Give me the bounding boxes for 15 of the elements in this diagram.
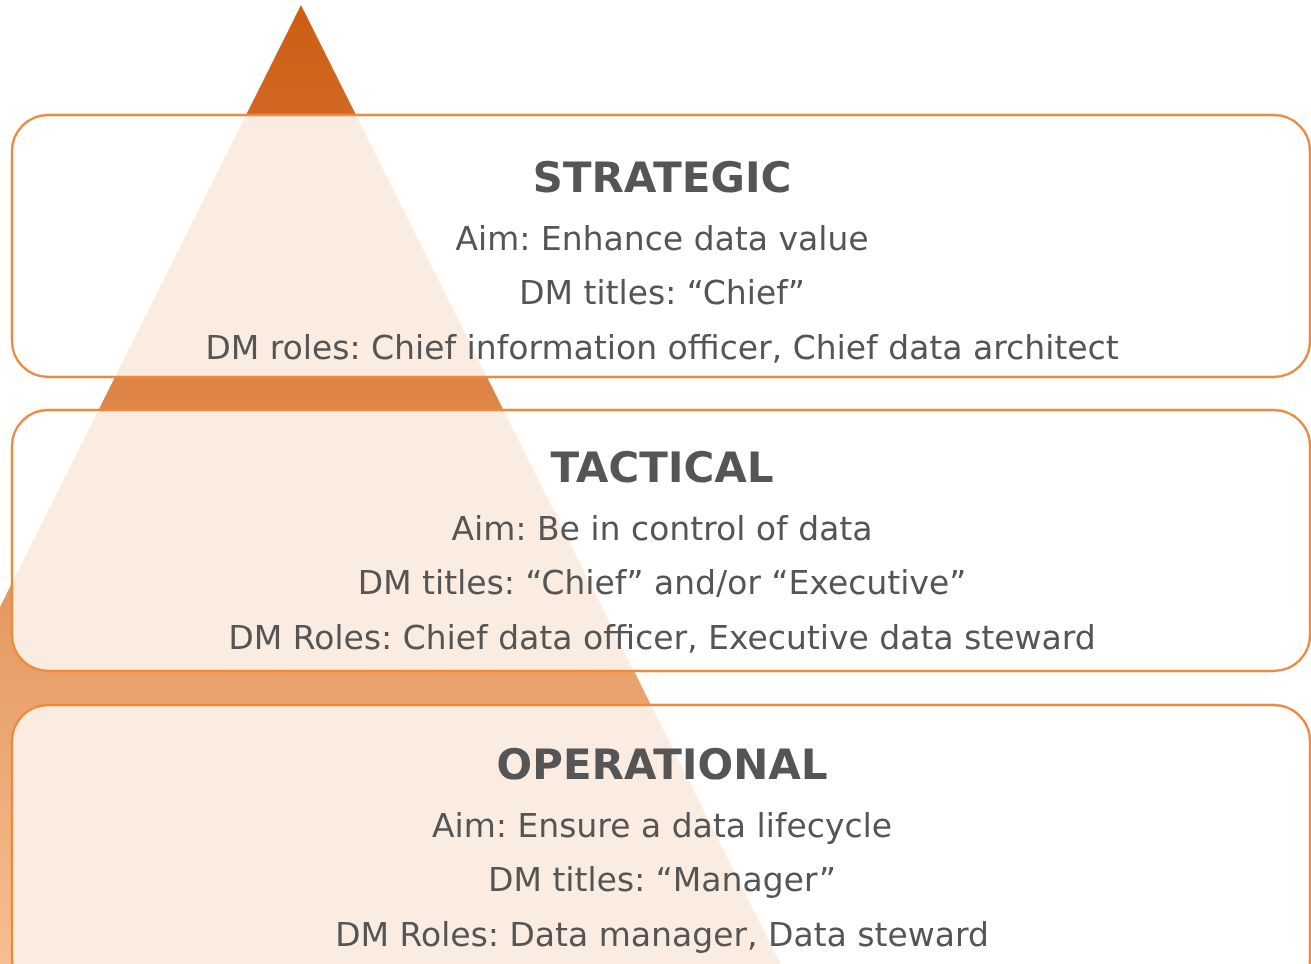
text-line: DM Roles: Data manager, Data steward (338, 920, 986, 953)
text-line: DM Roles: Chief data officer, Executive data steward (231, 623, 1093, 653)
level-box (10, 703, 1311, 964)
level-heading: OPERATIONAL (498, 747, 827, 780)
level-box (10, 113, 1311, 379)
text-line: DM roles: Chief information officer, Chief data architect (208, 333, 1118, 363)
text-line: Aim: Enhance data value (455, 224, 867, 251)
text-line: DM titles: “Chief” (522, 278, 802, 305)
level-box (10, 408, 1311, 673)
text-line: DM titles: “Chief” and/or “Executive” (360, 568, 964, 598)
level-heading: STRATEGIC (535, 160, 789, 193)
level-heading: TACTICAL (550, 450, 773, 483)
text-line: Aim: Be in control of data (451, 514, 870, 541)
text-line: Aim: Ensure a data lifecycle (432, 811, 891, 844)
text-line: DM titles: “Manager” (491, 865, 833, 898)
